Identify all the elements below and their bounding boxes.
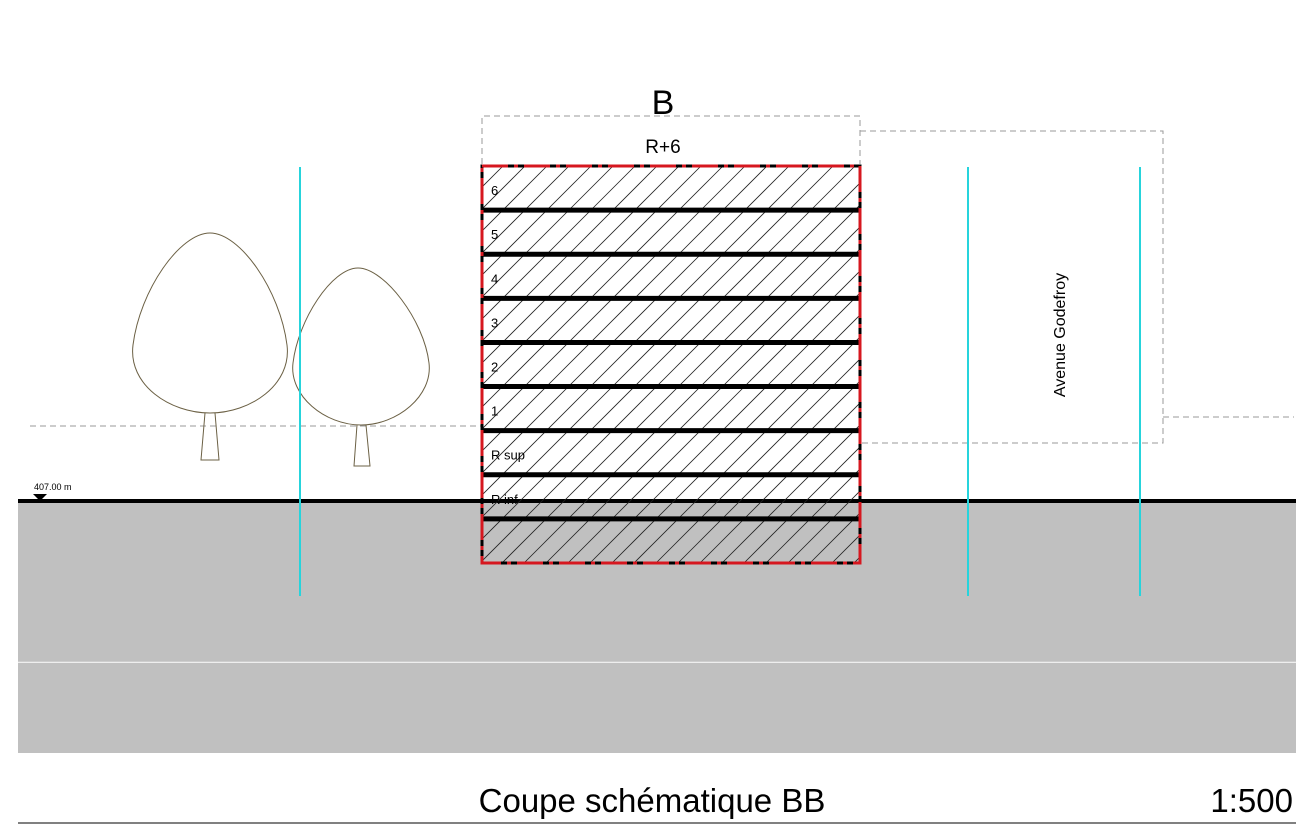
building-cut-outline: [480, 164, 862, 565]
level-label: R sup: [491, 448, 525, 463]
level-labels: 6 5 4 3 2 1 R sup R inf: [491, 183, 525, 507]
ground-fill-upper: [18, 502, 1296, 662]
ground-fill-lower: [18, 663, 1296, 753]
building-name: B: [652, 84, 675, 122]
level-label: 3: [491, 315, 498, 330]
dashed-outlines: [30, 115, 1294, 444]
tree-icon: [132, 232, 288, 461]
floor-slabs: [482, 207, 860, 522]
level-label: 1: [491, 404, 498, 419]
building-hatch: [482, 166, 860, 563]
level-label: R inf: [491, 492, 518, 507]
drawing-title: Coupe schématique BB: [479, 782, 826, 819]
building-height-label: R+6: [645, 137, 680, 158]
level-label: 4: [491, 271, 498, 286]
level-label: 5: [491, 227, 498, 242]
tree-icon: [292, 267, 430, 467]
level-label: 2: [491, 360, 498, 375]
street-label: Avenue Godefroy: [1052, 273, 1069, 397]
elevation-marker-icon: [33, 494, 47, 501]
drawing-scale: 1:500: [1210, 782, 1293, 819]
level-label: 6: [491, 183, 498, 198]
ground-elevation: 407.00 m: [34, 482, 72, 492]
